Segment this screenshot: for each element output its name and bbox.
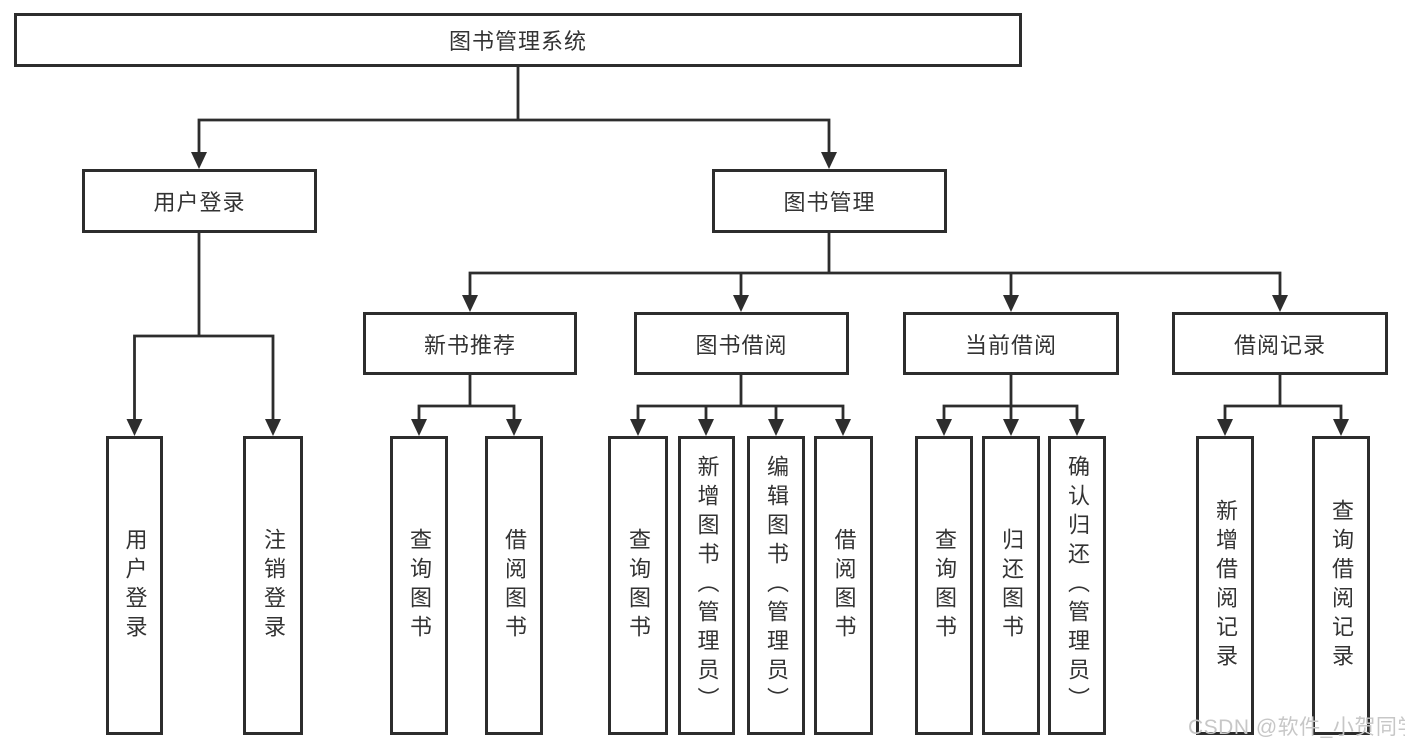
arrowhead xyxy=(126,419,143,436)
node-current-borrow: 当前借阅 xyxy=(903,312,1119,375)
arrowhead xyxy=(462,295,478,312)
leaf-add-book-admin: 新增图书（管理员） xyxy=(678,436,735,735)
arrowhead xyxy=(936,419,952,436)
leaf-return-book: 归还图书 xyxy=(982,436,1040,735)
leaf-search-borrow-record: 查询借阅记录 xyxy=(1312,436,1370,735)
csdn-watermark: CSDN @软件_小贺同学 xyxy=(1188,716,1405,739)
node-book-management: 图书管理 xyxy=(712,169,947,233)
arrowhead xyxy=(1217,419,1233,436)
arrowhead xyxy=(506,419,522,436)
connector-user-login xyxy=(133,231,275,423)
node-library-system: 图书管理系统 xyxy=(14,13,1022,67)
connector-root xyxy=(197,63,831,157)
arrowhead xyxy=(768,419,784,436)
node-borrow-records: 借阅记录 xyxy=(1172,312,1388,375)
arrowhead xyxy=(1272,295,1288,312)
leaf-edit-book-admin: 编辑图书（管理员） xyxy=(747,436,805,735)
arrowhead xyxy=(191,152,207,169)
node-new-book-recommend: 新书推荐 xyxy=(363,312,577,375)
connector-borrow-records xyxy=(1223,373,1343,423)
arrowhead xyxy=(1069,419,1085,436)
arrowhead xyxy=(1003,419,1019,436)
node-user-login: 用户登录 xyxy=(82,169,317,233)
leaf-add-borrow-record: 新增借阅记录 xyxy=(1196,436,1254,735)
arrowhead xyxy=(821,152,837,169)
arrowhead xyxy=(630,419,646,436)
connector-book-borrow xyxy=(636,373,845,423)
leaf-user-login: 用户登录 xyxy=(106,436,163,735)
leaf-search-books-current: 查询图书 xyxy=(915,436,973,735)
arrowhead xyxy=(733,295,749,312)
connector-new-book-recommend xyxy=(417,373,516,423)
arrowhead xyxy=(265,419,281,436)
leaf-search-books-recommend: 查询图书 xyxy=(390,436,448,735)
arrowhead xyxy=(835,419,851,436)
node-book-borrow: 图书借阅 xyxy=(634,312,849,375)
connector-book-management xyxy=(468,231,1282,299)
leaf-borrow-books-recommend: 借阅图书 xyxy=(485,436,543,735)
arrowhead xyxy=(1333,419,1349,436)
leaf-borrow-books-borrow: 借阅图书 xyxy=(814,436,873,735)
leaf-logout: 注销登录 xyxy=(243,436,303,735)
arrowhead xyxy=(1003,295,1019,312)
leaf-search-books-borrow: 查询图书 xyxy=(608,436,668,735)
leaf-confirm-return-admin: 确认归还（管理员） xyxy=(1048,436,1106,735)
arrowhead xyxy=(411,419,427,436)
connector-current-borrow xyxy=(942,373,1079,423)
arrowhead xyxy=(698,419,714,436)
